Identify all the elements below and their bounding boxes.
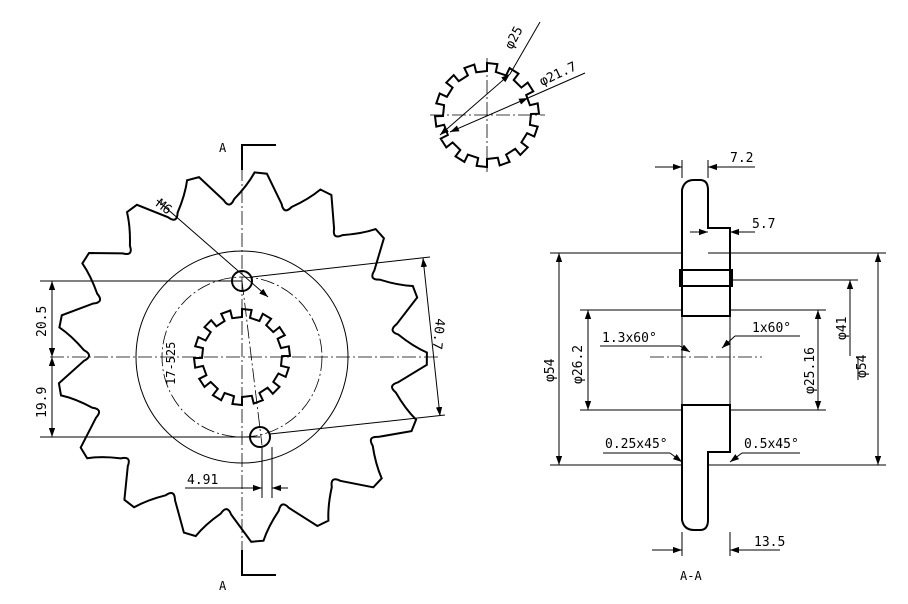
dim-hub-width: 13.5 bbox=[754, 535, 785, 550]
spline-outer-dia: φ25 bbox=[502, 24, 526, 52]
section-upper bbox=[681, 179, 731, 317]
dim-width-mid: 5.7 bbox=[752, 217, 775, 232]
chamfer-left: 1.3x60° bbox=[602, 331, 657, 346]
section-mark-bottom: A bbox=[219, 579, 227, 593]
thread-label: M6 bbox=[153, 197, 175, 218]
dim-spline: 17-525 bbox=[164, 342, 178, 385]
edge-left: 0.25x45° bbox=[605, 437, 668, 452]
dim-width-top: 7.2 bbox=[730, 151, 753, 166]
section-lower bbox=[681, 404, 731, 531]
edge-right: 0.5x45° bbox=[744, 437, 799, 452]
front-view: A A M6 20.5 19.9 40.7 17-525 4.91 bbox=[35, 141, 447, 593]
dim-pcd: 40.7 bbox=[429, 318, 447, 351]
dim-bore-right: φ25.16 bbox=[803, 347, 818, 394]
dim-od-right: φ54 bbox=[855, 354, 870, 378]
chamfer-right: 1x60° bbox=[752, 321, 791, 336]
dim-hub-dia: φ41 bbox=[835, 317, 850, 340]
dim-od-left: φ54 bbox=[543, 358, 558, 382]
tooth-outline bbox=[57, 171, 428, 543]
section-view-label: A-A bbox=[680, 569, 702, 583]
section-mark-top: A bbox=[219, 141, 227, 155]
spline-detail: φ25 φ21.7 bbox=[430, 21, 586, 172]
dim-bore: φ26.2 bbox=[571, 345, 586, 384]
section-view: 7.2 5.7 13.5 φ54 φ26.2 1.3x60° 1x60° φ25… bbox=[543, 151, 886, 583]
dim-lower: 19.9 bbox=[35, 387, 50, 418]
bolt-slot bbox=[679, 269, 733, 287]
dim-hole: 4.91 bbox=[187, 473, 218, 488]
dim-upper: 20.5 bbox=[35, 306, 50, 337]
